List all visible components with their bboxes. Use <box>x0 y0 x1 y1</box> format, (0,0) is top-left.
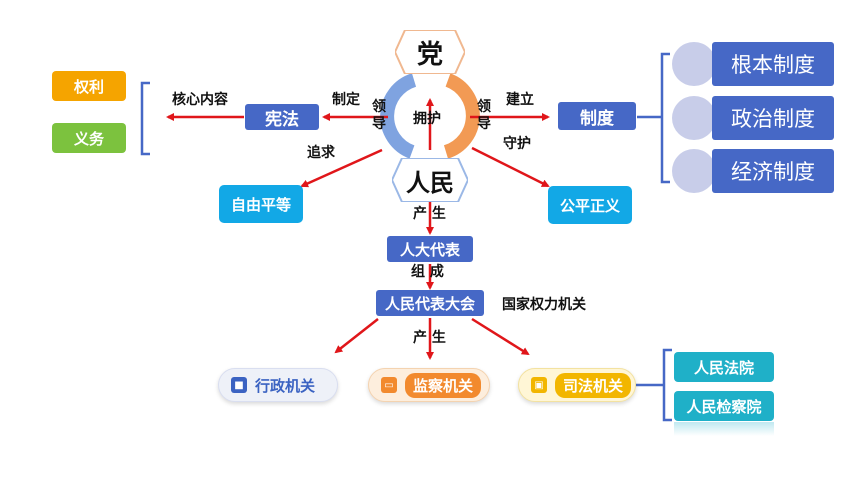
state-power-organ-label: 国家权力机关 <box>502 297 586 313</box>
arrow-to-freedom <box>300 148 383 188</box>
system-box: 制度 <box>558 102 636 130</box>
fundamental-system-label: 根本制度 <box>712 42 834 86</box>
judicial-organ-pill: ▣ 司法机关 <box>518 368 636 402</box>
core-content-label: 核心内容 <box>172 92 228 108</box>
courts-box: 人民法院 <box>674 352 774 382</box>
freedom-equality-box: 自由平等 <box>219 185 303 223</box>
support-label: 拥护 <box>413 111 441 127</box>
procuratorates-reflection <box>674 422 774 436</box>
fundamental-system-row: 根本制度 <box>672 42 834 86</box>
compose-label: 组 成 <box>411 264 444 280</box>
formulate-label: 制定 <box>332 92 360 108</box>
arrow-to-justice <box>471 146 550 188</box>
judicial-organ-label: 司法机关 <box>555 372 632 398</box>
guard-label: 守护 <box>503 136 531 152</box>
fairness-justice-box: 公平正义 <box>548 186 632 224</box>
supervision-organ-pill: ▭ 监察机关 <box>368 368 490 402</box>
administrative-organ-label: 行政机关 <box>255 376 316 395</box>
grid-icon: ■ <box>231 377 247 393</box>
lead-left-2: 导 <box>372 116 386 132</box>
political-system-label: 政治制度 <box>712 96 834 140</box>
right-bracket <box>660 52 670 184</box>
system-bullet <box>672 149 716 193</box>
npc-deputies-box: 人大代表 <box>387 236 473 262</box>
peoples-congress-box: 人民代表大会 <box>376 290 484 316</box>
party-node: 党 <box>395 30 465 74</box>
administrative-organ-pill: ■ 行政机关 <box>218 368 338 402</box>
lead-right-1: 领 <box>477 99 491 115</box>
lead-right-2: 导 <box>477 116 491 132</box>
economic-system-label: 经济制度 <box>712 149 834 193</box>
supervision-organ-label: 监察机关 <box>405 372 482 398</box>
left-cycle-arrow <box>380 73 417 159</box>
produce-label-2: 产 生 <box>413 330 446 346</box>
economic-system-row: 经济制度 <box>672 149 834 193</box>
arrow-to-judicial <box>471 317 530 356</box>
system-bullet <box>672 96 716 140</box>
people-node: 人民 <box>392 158 468 202</box>
pursue-label: 追求 <box>307 145 335 161</box>
political-system-row: 政治制度 <box>672 96 834 140</box>
lead-left-1: 领 <box>372 99 386 115</box>
arrow-to-administrative <box>334 318 379 354</box>
party-label: 党 <box>416 39 443 70</box>
left-bracket <box>140 81 150 156</box>
procuratorates-box: 人民检察院 <box>674 391 774 421</box>
system-bullet <box>672 42 716 86</box>
establish-label: 建立 <box>506 92 534 108</box>
duties-box: 义务 <box>52 123 126 153</box>
badge-icon: ▣ <box>531 377 547 393</box>
monitor-icon: ▭ <box>381 377 397 393</box>
people-label: 人民 <box>406 168 454 197</box>
right-cycle-arrow <box>443 73 480 159</box>
rights-box: 权利 <box>52 71 126 101</box>
constitution-box: 宪法 <box>245 104 319 130</box>
courts-bracket <box>662 348 672 422</box>
produce-label-1: 产 生 <box>413 206 446 222</box>
